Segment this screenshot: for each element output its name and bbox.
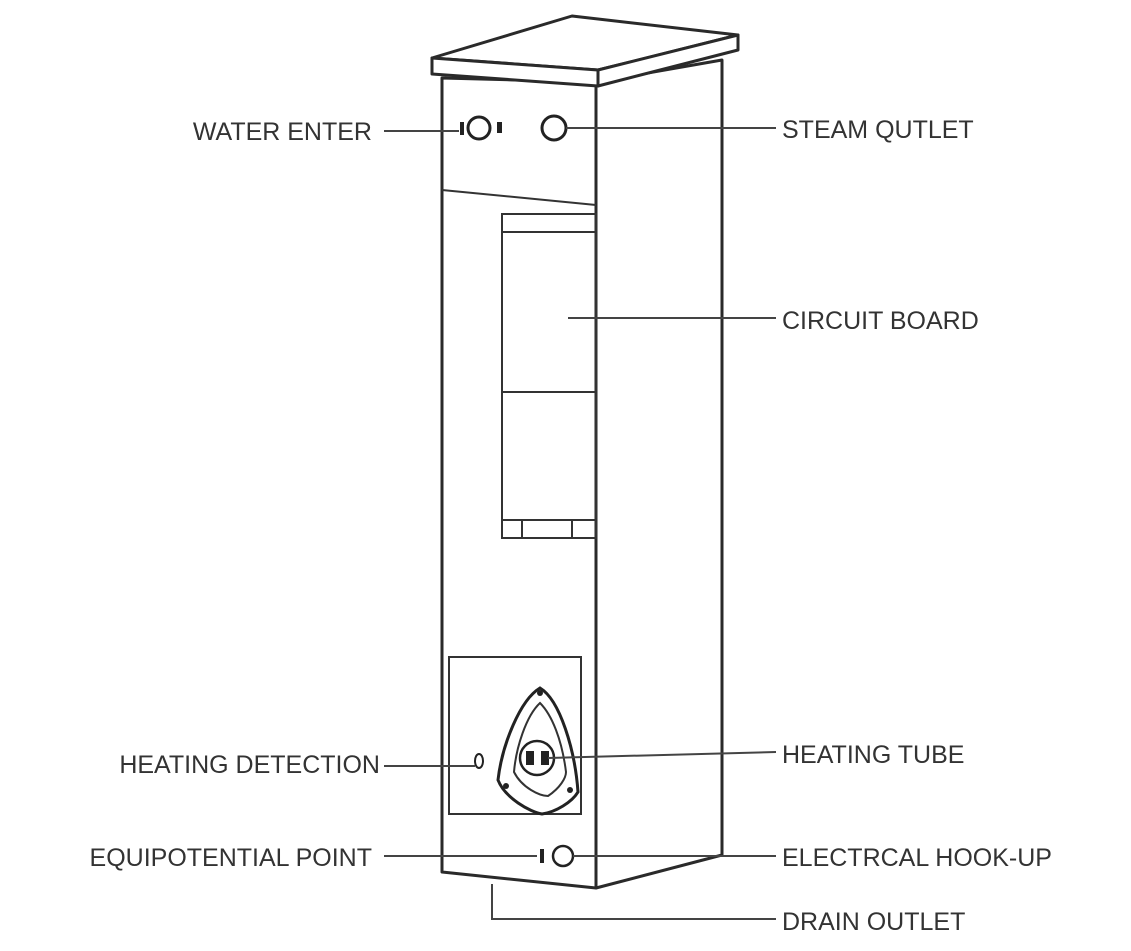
equipotential-point-terminal <box>540 849 544 863</box>
heating-access-panel <box>448 656 582 815</box>
label-steam-outlet: STEAM QUTLET <box>782 116 974 144</box>
label-heating-tube: HEATING TUBE <box>782 741 964 769</box>
label-water-enter: WATER ENTER <box>193 118 372 146</box>
leader-lines <box>384 127 777 920</box>
leader-heating-tube <box>547 751 777 759</box>
label-drain-outlet: DRAIN OUTLET <box>782 908 965 936</box>
label-equipotential-point: EQUIPOTENTIAL POINT <box>90 844 372 872</box>
circuit-board <box>501 213 597 539</box>
front-divider <box>441 189 597 206</box>
unit-body <box>430 14 740 890</box>
water-enter-port <box>460 115 502 141</box>
leader-drain-outlet <box>491 884 776 920</box>
unit-top-lid <box>430 14 740 88</box>
unit-side-panel <box>594 58 724 890</box>
label-electrical-hookup: ELECTRCAL HOOK-UP <box>782 844 1052 872</box>
label-circuit-board: CIRCUIT BOARD <box>782 307 979 335</box>
heating-detection-sensor <box>474 753 484 769</box>
label-heating-detection: HEATING DETECTION <box>119 751 380 779</box>
